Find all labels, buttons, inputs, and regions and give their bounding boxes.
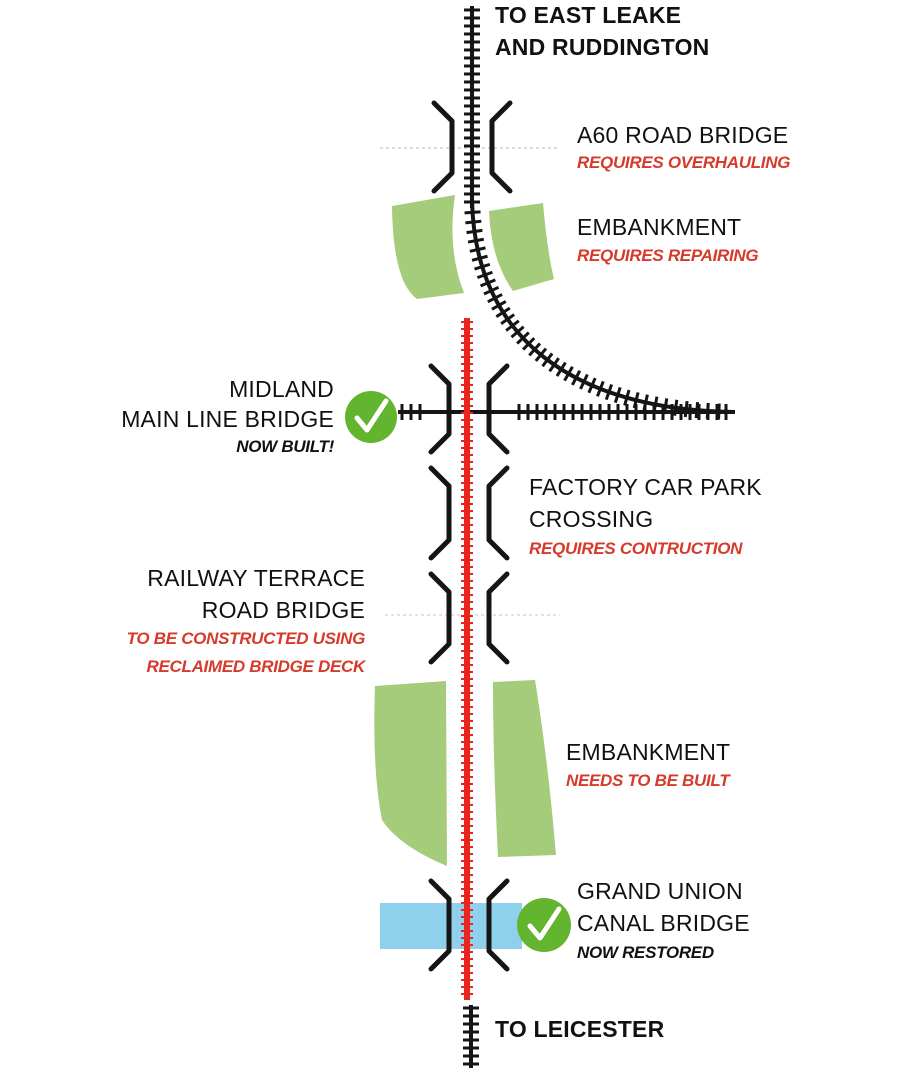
factory-crossing-title-line1: FACTORY CAR PARK	[529, 474, 762, 500]
midland-bridge-status: NOW BUILT!	[236, 437, 334, 456]
track-sleeper	[613, 386, 622, 404]
embankment-north-status: REQUIRES REPAIRING	[577, 246, 759, 265]
factory-crossing-title-line2: CROSSING	[529, 506, 654, 532]
midland-bridge-title-line1: MIDLAND	[229, 376, 334, 402]
track-sleeper	[510, 325, 525, 339]
track-north	[464, 6, 480, 208]
canal-bridge-status: NOW RESTORED	[577, 943, 714, 962]
embankment-north-left	[392, 195, 464, 299]
track-new-section	[461, 318, 473, 1000]
track-sleeper	[596, 380, 605, 397]
embankment-north-right	[489, 203, 554, 291]
bridge-bracket-icon	[428, 363, 510, 455]
track-sleeper	[491, 300, 507, 311]
track-sleeper	[555, 361, 567, 377]
check-badge-icon	[517, 898, 571, 952]
track-sleeper	[587, 377, 597, 394]
embankment-north-title: EMBANKMENT	[577, 214, 742, 240]
a60-bridge-status: REQUIRES OVERHAULING	[577, 153, 791, 172]
embankment-south-status: NEEDS TO BE BUILT	[566, 771, 730, 790]
track-sleeper	[479, 278, 496, 288]
track-sleeper	[571, 370, 582, 386]
track-sleeper	[500, 313, 516, 325]
track-sleeper	[469, 246, 486, 253]
track-sleeper	[474, 262, 491, 271]
track-sleeper	[683, 400, 689, 418]
midland-bridge-title-line2: MAIN LINE BRIDGE	[121, 406, 334, 432]
track-sleeper	[495, 306, 511, 318]
factory-crossing-status: REQUIRES CONTRUCTION	[529, 539, 743, 558]
canal-bridge-title-line1: GRAND UNION	[577, 878, 743, 904]
bridge-bracket-icon	[431, 100, 513, 194]
a60-bridge-title: A60 ROAD BRIDGE	[577, 122, 789, 148]
track-sleeper	[563, 366, 574, 382]
track-north-curve	[464, 199, 736, 420]
track-sleeper	[528, 342, 542, 357]
track-sleeper	[516, 331, 530, 345]
bridge-bracket-icon	[428, 878, 510, 972]
track-sleeper	[623, 389, 631, 406]
track-south	[463, 1005, 479, 1068]
check-badge-icon	[345, 391, 397, 443]
track-sleeper	[471, 254, 488, 262]
track-sleeper	[476, 270, 493, 280]
bridge-bracket-icon	[428, 571, 510, 665]
north-destination-line2: AND RUDDINGTON	[495, 34, 710, 60]
track-sleeper	[467, 237, 485, 244]
track-midland-main-line	[398, 404, 735, 420]
track-sleeper	[534, 347, 548, 362]
embankment-south-right	[493, 680, 556, 857]
track-sleeper	[483, 285, 500, 296]
bridge-bracket-icon	[428, 465, 510, 561]
track-sleeper	[487, 293, 503, 304]
track-sleeper	[466, 228, 483, 235]
track-sleeper	[521, 337, 536, 351]
terrace-bridge-title-line1: RAILWAY TERRACE	[147, 565, 365, 591]
track-sleeper	[505, 319, 520, 332]
embankment-south-left	[374, 681, 447, 866]
track-sleeper	[464, 210, 481, 215]
terrace-bridge-status-line2: RECLAIMED BRIDGE DECK	[146, 657, 366, 676]
canal-bridge-title-line2: CANAL BRIDGE	[577, 910, 750, 936]
embankment-south-title: EMBANKMENT	[566, 739, 731, 765]
track-sleeper	[548, 357, 560, 373]
terrace-bridge-title-line2: ROAD BRIDGE	[201, 597, 365, 623]
terrace-bridge-status-line1: TO BE CONSTRUCTED USING	[126, 629, 366, 648]
track-sleeper	[541, 352, 554, 368]
track-sleeper	[579, 373, 589, 390]
track-sleeper	[604, 384, 614, 401]
north-destination-line1: TO EAST LEAKE	[495, 2, 682, 28]
south-destination: TO LEICESTER	[495, 1016, 665, 1042]
track-sleeper	[465, 219, 482, 225]
